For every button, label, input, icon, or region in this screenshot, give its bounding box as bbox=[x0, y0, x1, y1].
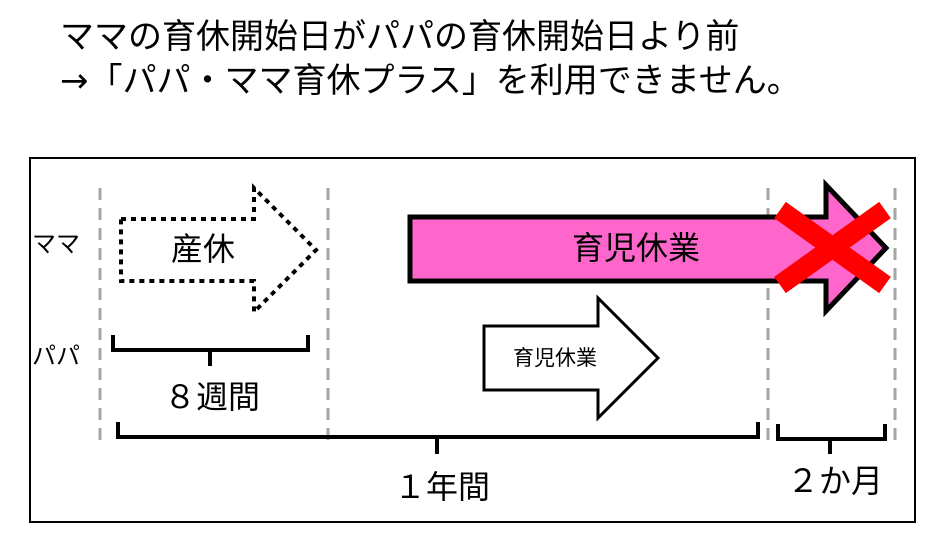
papa-childcare-leave-label: 育児休業 bbox=[513, 346, 597, 370]
eight-weeks-label: ８週間 bbox=[164, 378, 260, 416]
two-months-bracket bbox=[776, 424, 887, 454]
mama-childcare-leave-label: 育児休業 bbox=[572, 229, 700, 267]
cross-icon bbox=[774, 201, 891, 294]
maternity-leave-arrow bbox=[119, 183, 319, 317]
heading-line-2: →「パパ・ママ育休プラス」を利用できません。 bbox=[60, 61, 801, 101]
heading-line-1: ママの育休開始日がパパの育休開始日より前 bbox=[60, 17, 740, 57]
eight-weeks-bracket bbox=[111, 335, 310, 366]
papa-childcare-leave-arrow bbox=[482, 294, 661, 422]
maternity-leave-label: 産休 bbox=[171, 230, 235, 268]
two-months-label: ２か月 bbox=[787, 462, 883, 500]
one-year-bracket bbox=[116, 422, 760, 454]
row-label-papa: パパ bbox=[32, 342, 80, 370]
mama-childcare-leave-bar bbox=[407, 178, 890, 318]
row-label-mama: ママ bbox=[32, 230, 80, 258]
one-year-label: １年間 bbox=[394, 468, 490, 506]
